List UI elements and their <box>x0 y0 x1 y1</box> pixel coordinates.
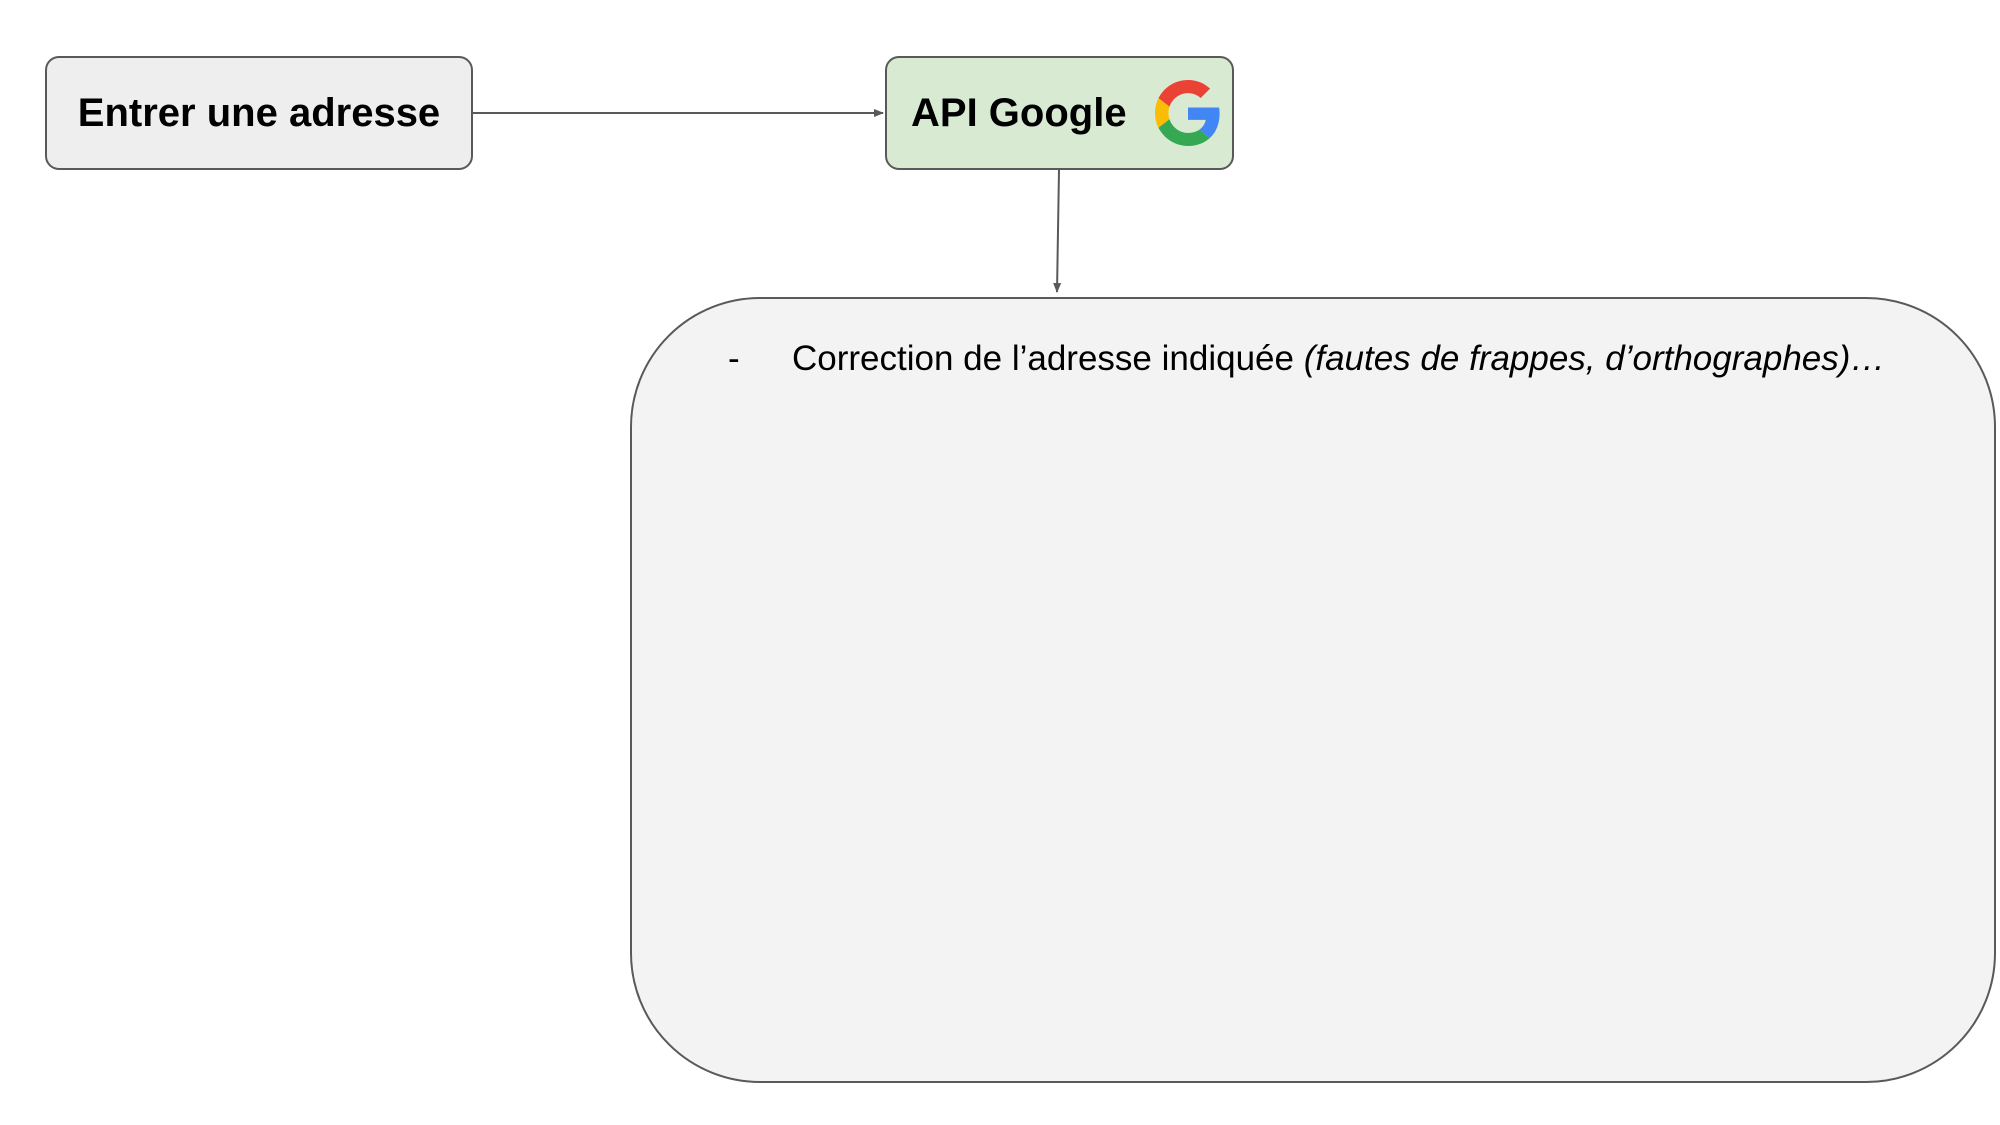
google-g-icon <box>1155 80 1220 146</box>
api-google-label: API Google <box>911 90 1127 135</box>
result-bullet-item: - Correction de l’adresse indiquée (faut… <box>728 339 1885 379</box>
bullet-marker: - <box>728 339 740 378</box>
edge-api-to-result <box>1053 169 1062 293</box>
input-address-label: Entrer une adresse <box>77 90 441 135</box>
api-google-node: API Google <box>885 56 1234 170</box>
result-panel: - Correction de l’adresse indiquée (faut… <box>630 297 1996 1083</box>
input-address-node: Entrer une adresse <box>45 56 473 170</box>
bullet-text: Correction de l’adresse indiquée (fautes… <box>792 339 1885 379</box>
bullet-main-text: Correction de l’adresse indiquée <box>792 339 1304 378</box>
bullet-emphasis-text: (fautes de frappes, d’orthographes)… <box>1303 339 1886 378</box>
